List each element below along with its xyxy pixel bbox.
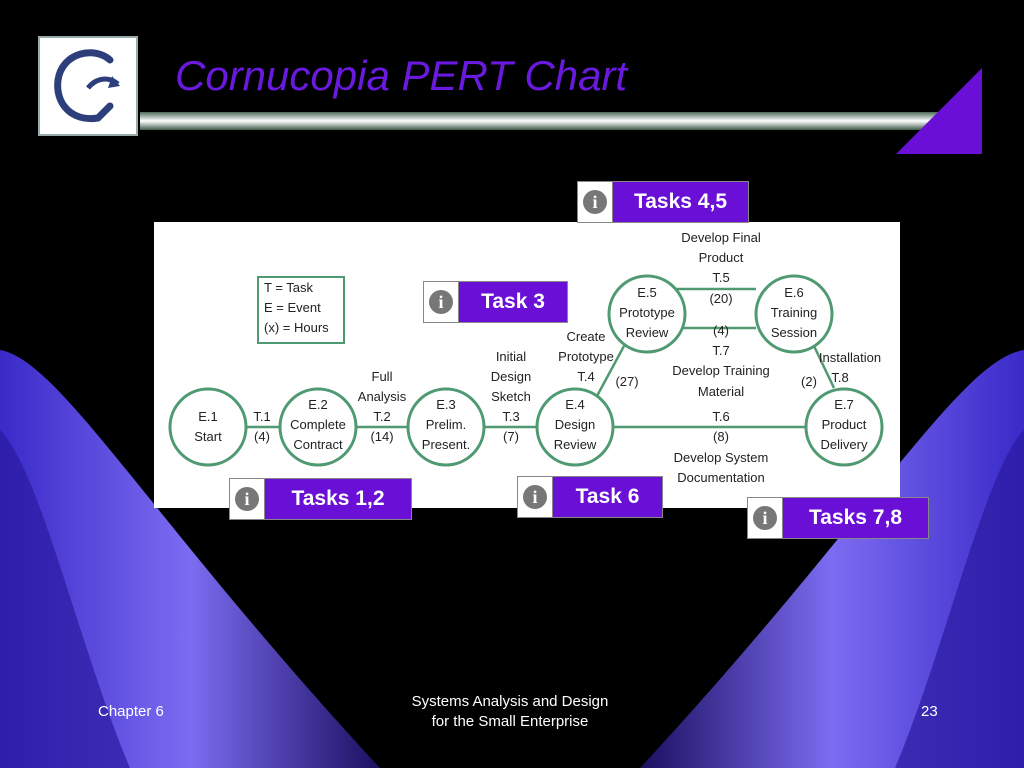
footer-page-number: 23 [921,703,938,720]
info-icon: i [518,477,553,517]
e4-line3: Review [554,437,597,452]
t6-line1: T.6 [712,409,729,424]
info-glyph: i [523,485,547,509]
e3-line1: E.3 [436,397,456,412]
event-node-e7 [804,387,884,467]
event-node-e4 [535,387,615,467]
legend-box [257,276,345,344]
t3-line4: T.3 [502,409,519,424]
pert-diagram-svg: T = Task E = Event (x) = Hours E.1 [168,230,884,485]
e5-line3: Review [626,325,669,340]
e4-line1: E.4 [565,397,585,412]
info-glyph: i [429,290,453,314]
event-node-e3 [406,387,486,467]
edge-t4 [595,345,626,397]
task-3-label: Task 3 [459,282,567,322]
t1-line2: (4) [254,429,270,444]
task-6-button[interactable]: i Task 6 [517,476,663,518]
edge-t8 [812,345,836,389]
task-3-button[interactable]: i Task 3 [423,281,568,323]
e2-line2: Complete [290,417,346,432]
legend-event: E = Event [264,300,321,315]
footer-chapter: Chapter 6 [98,703,164,720]
event-node-e2 [278,387,358,467]
tasks-7-8-button[interactable]: i Tasks 7,8 [747,497,929,539]
t6-line2: (8) [713,429,729,444]
t1-line1: T.1 [253,409,270,424]
e2-line1: E.2 [308,397,328,412]
t5-line4: (20) [709,291,732,306]
footer-course-line1: Systems Analysis and Design [411,693,609,710]
tasks-1-2-label: Tasks 1,2 [265,479,411,519]
t7-line1: (4) [713,323,729,338]
t3-line1: Initial [496,349,526,364]
t6-line4: Documentation [677,470,764,485]
t6-line3: Develop System [674,450,769,465]
e6-line2: Training [771,305,817,320]
tasks-7-8-label: Tasks 7,8 [783,498,928,538]
t7-line4: Material [698,384,744,399]
e7-line2: Product [822,417,867,432]
t2-line3: T.2 [373,409,390,424]
e5-line1: E.5 [637,285,657,300]
info-glyph: i [235,487,259,511]
task-edges [246,287,836,429]
t8-line2: T.8 [831,370,848,385]
t5-line3: T.5 [712,270,729,285]
t3-line2: Design [491,369,531,384]
e6-line3: Session [771,325,817,340]
e3-line2: Prelim. [426,417,466,432]
t3-line3: Sketch [491,389,531,404]
info-icon: i [424,282,459,322]
e7-line3: Delivery [821,437,868,452]
info-glyph: i [753,506,777,530]
e3-line3: Present. [422,437,470,452]
logo [38,36,138,136]
task-6-label: Task 6 [553,477,662,517]
legend-hours: (x) = Hours [264,320,329,335]
tasks-4-5-label: Tasks 4,5 [613,182,748,222]
event-node-e5 [607,274,687,354]
t4-line1: Create [566,329,605,344]
footer-course-line2: for the Small Enterprise [431,713,589,730]
t7-line2: T.7 [712,343,729,358]
event-node-e1 [168,387,248,467]
t2-line4: (14) [370,429,393,444]
tasks-1-2-button[interactable]: i Tasks 1,2 [229,478,412,520]
footer-course: Systems Analysis and Design for the Smal… [360,692,660,732]
e2-line3: Contract [293,437,343,452]
event-node-e6 [754,274,834,354]
e1-line2: Start [194,429,222,444]
title-divider [140,112,940,130]
t5-line2: Product [699,250,744,265]
info-icon: i [230,479,265,519]
page-title: Cornucopia PERT Chart [175,52,628,99]
e7-line1: E.7 [834,397,854,412]
info-glyph: i [583,190,607,214]
pert-diagram: T = Task E = Event (x) = Hours E.1 [154,222,900,508]
e1-line1: E.1 [198,409,218,424]
tasks-4-5-button[interactable]: i Tasks 4,5 [577,181,749,223]
t7-line3: Develop Training [672,363,770,378]
t8-hours: (2) [801,374,817,389]
t2-line1: Full [372,369,393,384]
t3-line5: (7) [503,429,519,444]
e6-line1: E.6 [784,285,804,300]
t4-line3: T.4 [577,369,594,384]
e5-line2: Prototype [619,305,675,320]
info-icon: i [748,498,783,538]
t8-line1: Installation [819,350,881,365]
e4-line2: Design [555,417,595,432]
info-icon: i [578,182,613,222]
legend-task: T = Task [264,280,314,295]
corner-triangle [896,68,982,154]
t5-line1: Develop Final [681,230,761,245]
t4-hours: (27) [615,374,638,389]
logo-c-icon [54,49,120,123]
t2-line2: Analysis [358,389,407,404]
t4-line2: Prototype [558,349,614,364]
